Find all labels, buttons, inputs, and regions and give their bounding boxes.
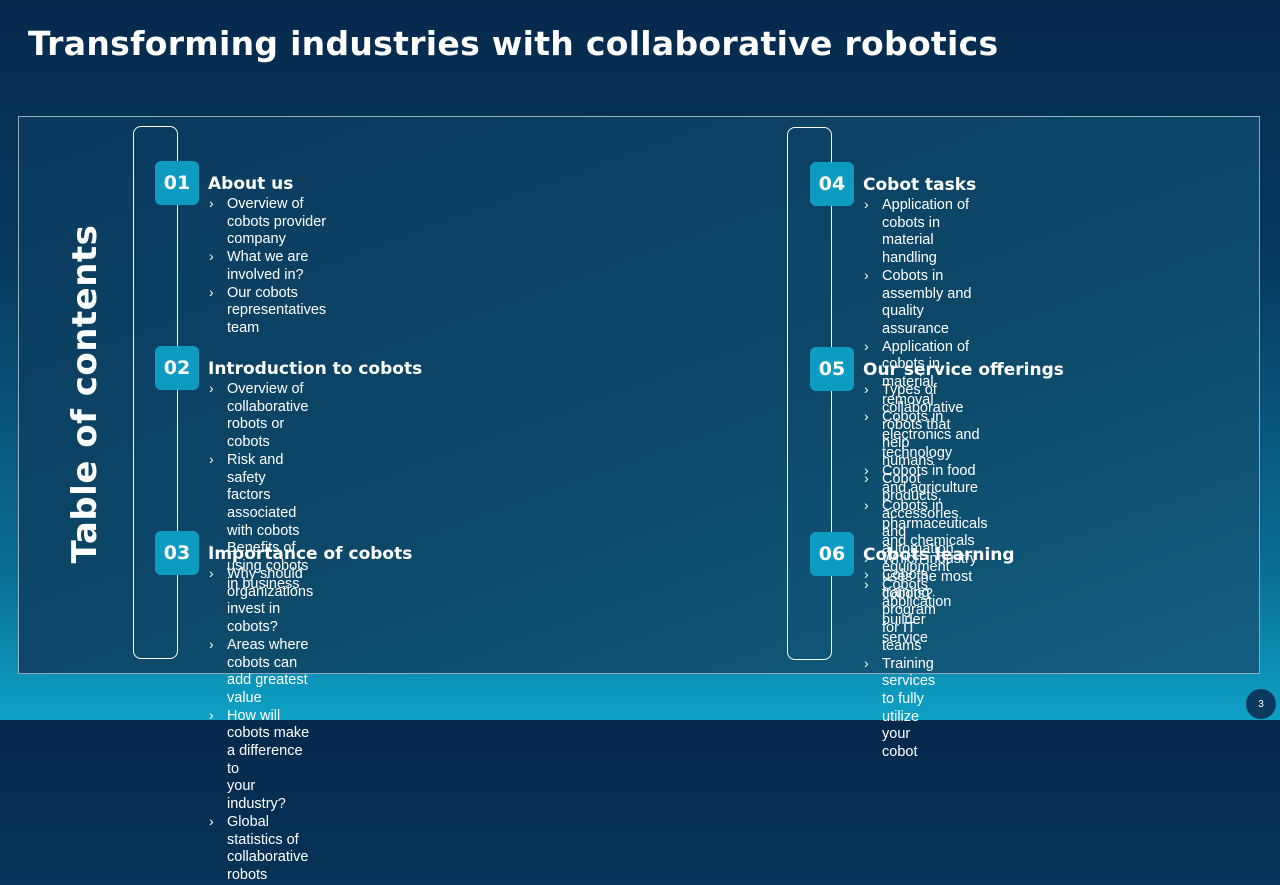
section-number-badge: 01 [155,161,199,205]
bullet-list: Why should organizations invest in cobot… [208,565,313,885]
list-item: Areas where cobots can add greatest valu… [208,636,313,708]
content-panel [18,116,1260,674]
bullet-list: Cobots training program for IT teams Tra… [863,566,936,762]
timeline-bar-left [133,126,178,659]
list-item: Global statistics of collaborative robot… [208,813,313,885]
section-heading: Our service offerings [863,360,1064,380]
list-item: Why should organizations invest in cobot… [208,565,313,637]
slide-title: Transforming industries with collaborati… [28,24,999,63]
list-item: Cobots training program for IT teams [863,566,936,656]
bullet-list: Overview of cobots provider company What… [208,195,326,338]
section-heading: Importance of cobots [208,544,413,564]
timeline-bar-right [787,127,832,660]
page-number: 3 [1246,689,1276,719]
list-item: Our cobots representatives team [208,284,326,338]
section-heading: About us [208,174,294,194]
section-number-badge: 06 [810,532,854,576]
section-number-badge: 05 [810,347,854,391]
list-item: Application of cobots in material handli… [863,196,988,268]
section-heading: Cobot tasks [863,175,977,195]
section-number-badge: 04 [810,162,854,206]
list-item: Training services to fully utilize your … [863,655,936,762]
section-number-badge: 03 [155,531,199,575]
list-item: Types of collaborative robots that help … [863,381,963,471]
section-number-badge: 02 [155,346,199,390]
list-item: Cobots in assembly and quality assurance [863,267,988,339]
list-item: Overview of collaborative robots or cobo… [208,380,308,452]
section-heading: Cobots learning [863,545,1015,565]
list-item: Risk and safety factors associated with … [208,451,308,541]
table-of-contents-heading: Table of contents [65,224,105,564]
list-item: How will cobots make a difference to you… [208,707,313,814]
list-item: What we are involved in? [208,248,326,284]
list-item: Overview of cobots provider company [208,195,326,249]
section-heading: Introduction to cobots [208,359,423,379]
